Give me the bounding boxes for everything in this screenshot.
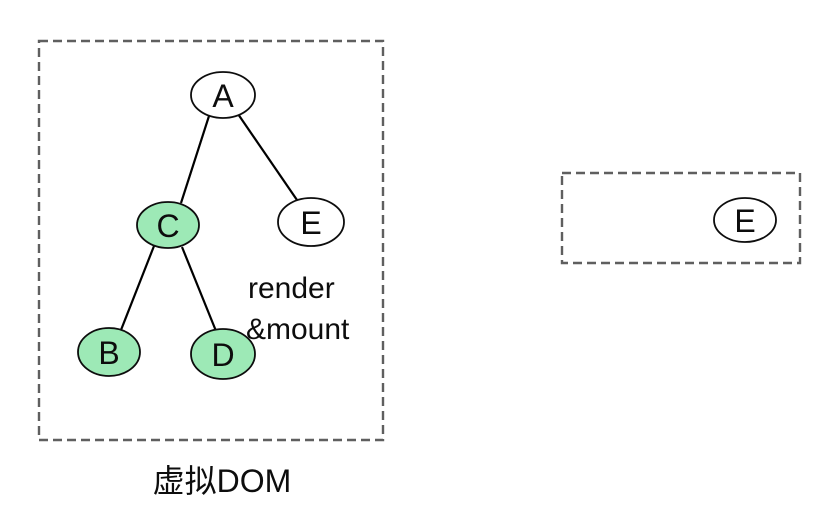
edge-c-d <box>180 246 218 332</box>
node-a-ellipse <box>190 71 256 119</box>
virtual-dom-box <box>37 39 385 442</box>
edge-c-b <box>119 245 156 331</box>
result-node-e-ellipse <box>713 197 777 243</box>
node-e-ellipse <box>277 197 345 247</box>
node-c-ellipse <box>136 201 200 249</box>
mounted-result-box <box>560 171 802 265</box>
edge-a-e <box>237 113 298 201</box>
node-c-label: C <box>156 208 179 244</box>
node-e-label: E <box>300 205 321 241</box>
node-d-ellipse <box>190 328 256 380</box>
node-b-ellipse <box>77 327 141 377</box>
annotation-mount: &mount <box>246 313 350 346</box>
node-a-label: A <box>212 78 234 114</box>
annotation-render: render <box>248 272 335 305</box>
virtual-dom-caption: 虚拟DOM <box>153 463 292 499</box>
result-node-e-label: E <box>734 203 755 239</box>
node-b-label: B <box>98 335 119 371</box>
edge-a-c <box>179 115 211 204</box>
node-d-label: D <box>211 337 234 373</box>
